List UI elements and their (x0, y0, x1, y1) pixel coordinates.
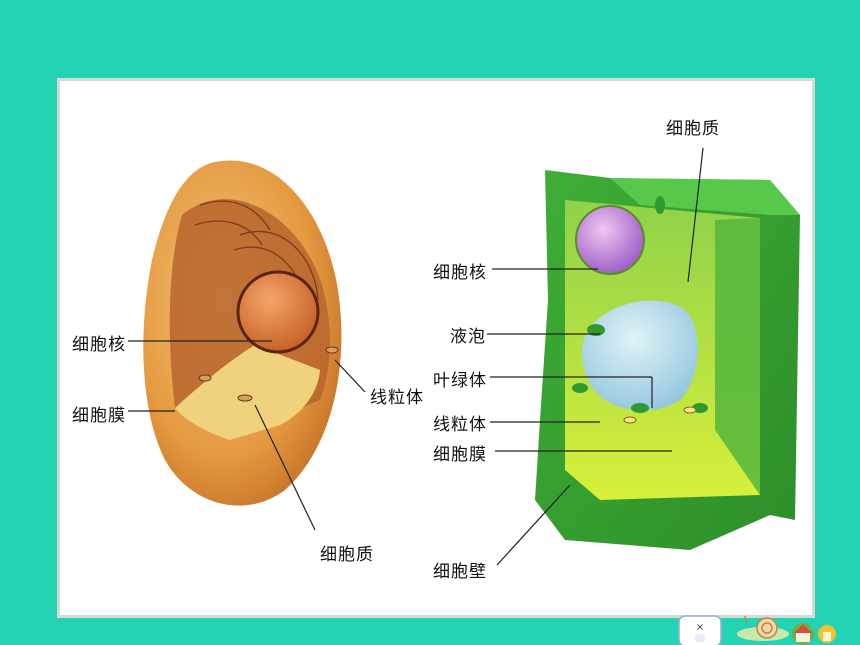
plant-chloroplasts (572, 196, 708, 413)
label-plant-vacuole: 液泡 (450, 327, 486, 347)
svg-text:×: × (696, 622, 704, 633)
animal-leader-lines (128, 340, 366, 531)
label-plant-mitochondria: 线粒体 (433, 415, 487, 435)
house-icon (792, 623, 836, 645)
label-animal-cytoplasm: 细胞质 (320, 545, 374, 565)
plant-cell (487, 147, 800, 566)
label-animal-mitochondria: 线粒体 (370, 388, 424, 408)
label-plant-cell-wall: 细胞壁 (433, 562, 487, 582)
plant-leader-lines (487, 147, 704, 566)
animal-nucleus (236, 270, 320, 354)
plant-mitochondria (623, 406, 697, 424)
snail-icon (737, 615, 789, 641)
label-plant-nucleus: 细胞核 (433, 263, 487, 283)
plant-inner-wall-face (715, 218, 760, 495)
animal-cell (128, 160, 366, 531)
plant-nucleus (575, 205, 645, 275)
label-plant-cytoplasm: 细胞质 (666, 119, 720, 139)
label-animal-membrane: 细胞膜 (72, 406, 126, 426)
animal-cytoplasm-surface (175, 345, 320, 440)
close-icon: × (678, 615, 722, 645)
label-plant-membrane: 细胞膜 (433, 445, 487, 465)
plant-vacuole (582, 300, 698, 411)
corner-decoration: × (678, 615, 836, 645)
label-plant-chloroplast: 叶绿体 (433, 371, 487, 391)
animal-mitochondria (198, 346, 339, 402)
label-animal-nucleus: 细胞核 (72, 335, 126, 355)
